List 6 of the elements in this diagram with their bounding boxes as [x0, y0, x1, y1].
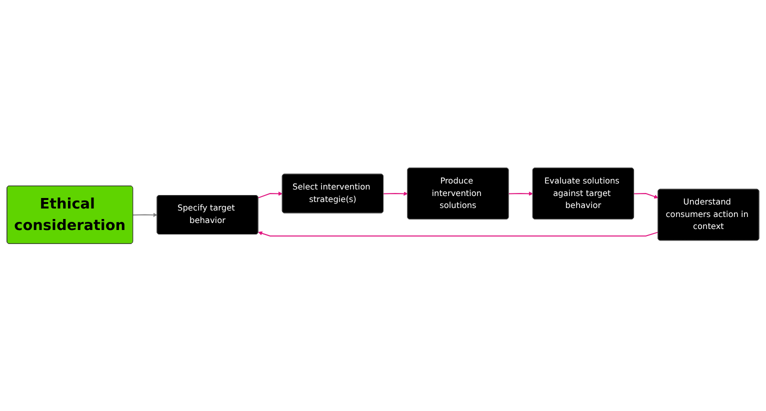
arrow: [383, 191, 408, 196]
arrow: [258, 191, 283, 198]
arrow: [508, 191, 534, 196]
arrow: [634, 192, 658, 198]
arrow: [132, 212, 158, 217]
arrow: [258, 231, 659, 236]
